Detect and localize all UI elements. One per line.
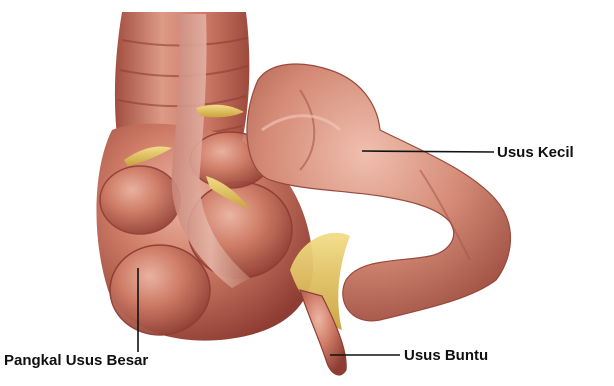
- label-cecum: Pangkal Usus Besar: [4, 353, 148, 368]
- label-small-intestine: Usus Kecil: [497, 145, 574, 160]
- leader-line-small-intestine: [362, 151, 494, 152]
- label-appendix: Usus Buntu: [404, 348, 488, 363]
